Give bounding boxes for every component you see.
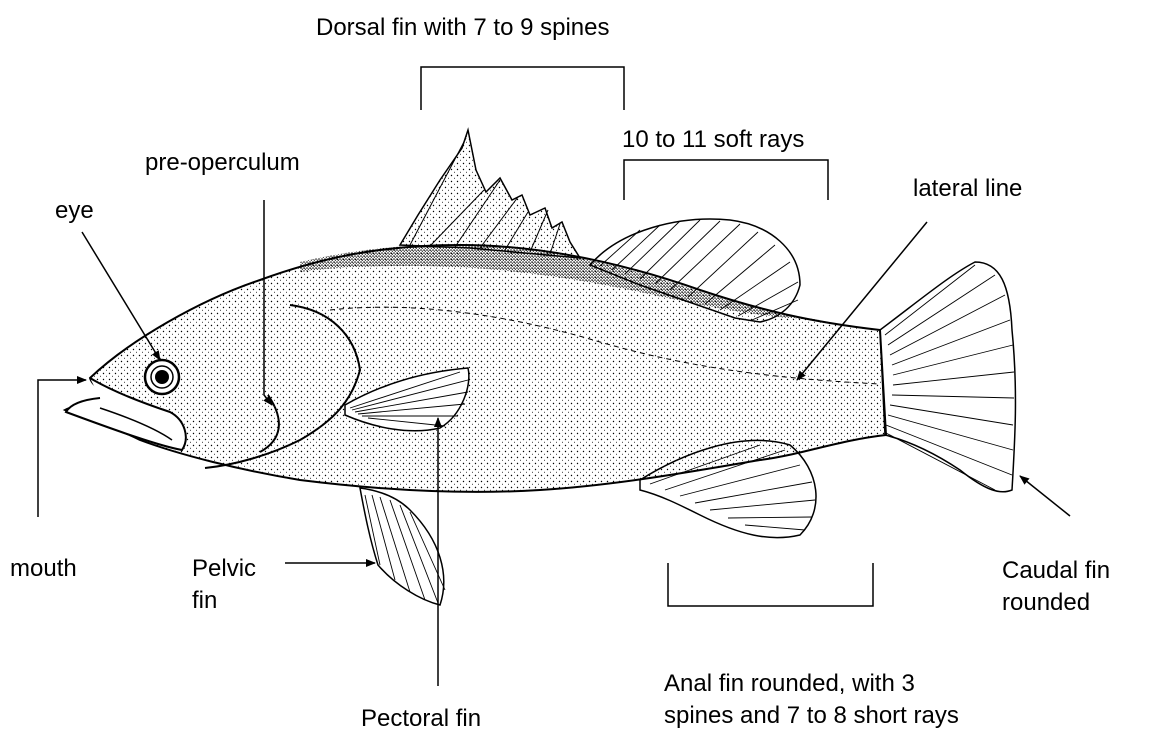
caudal-fin [880,262,1015,492]
dorsal-spiny-fin [400,130,580,258]
anal-fin-bracket [668,563,873,606]
pelvic-fin-label-line2: fin [192,587,217,615]
dorsal-spines-bracket [421,67,624,110]
pelvic-fin-label-line1: Pelvic [192,555,256,583]
anal-fin-label-line1: Anal fin rounded, with 3 [664,670,915,698]
pectoral-fin-label: Pectoral fin [361,705,481,733]
mouth-label: mouth [10,555,77,583]
soft-rays-label: 10 to 11 soft rays [622,126,804,154]
soft-rays-bracket [624,160,828,200]
caudal-fin-label-line1: Caudal fin [1002,557,1110,585]
dorsal-fin-label: Dorsal fin with 7 to 9 spines [316,14,609,42]
pelvic-fin [360,488,445,605]
eye-arrow [82,232,160,360]
pre-operculum-label: pre-operculum [145,149,300,177]
eye-label: eye [55,197,94,225]
fish-eye [145,360,179,394]
caudal-fin-arrow [1020,476,1070,516]
anal-fin-label-line2: spines and 7 to 8 short rays [664,702,959,730]
caudal-fin-label-line2: rounded [1002,589,1090,617]
lateral-line-label: lateral line [913,175,1022,203]
mouth-arrow [38,380,86,517]
